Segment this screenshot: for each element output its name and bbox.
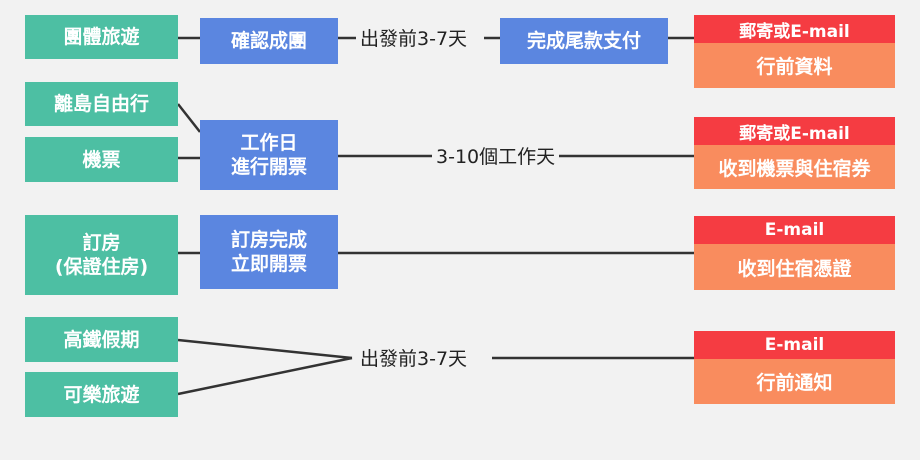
timing-label-r2: 3-10個工作天 <box>432 145 560 169</box>
result-r3: E-mail 收到住宿憑證 <box>694 216 895 290</box>
delivery-method: E-mail <box>694 331 895 359</box>
product-label-line-1: 訂房 <box>82 232 121 254</box>
step-issue-ticket: 工作日 進行開票 <box>200 120 338 190</box>
result-r1: 郵寄或E-mail 行前資料 <box>694 15 895 88</box>
product-label-line-2: (保證住房) <box>54 256 149 278</box>
product-label: 團體旅遊 <box>63 26 140 48</box>
timing-label-r1: 出發前3-7天 <box>356 27 472 51</box>
product-air-ticket: 機票 <box>25 137 178 182</box>
product-hotel-booking: 訂房 (保證住房) <box>25 215 178 295</box>
product-label: 可樂旅遊 <box>63 383 140 406</box>
step-booking-complete: 訂房完成 立即開票 <box>200 215 338 289</box>
connector-r4-a <box>177 338 353 360</box>
result-r2: 郵寄或E-mail 收到機票與住宿券 <box>694 117 895 189</box>
connector-r4-b <box>177 356 353 396</box>
step-confirm-tour: 確認成團 <box>200 18 338 64</box>
product-label: 機票 <box>82 148 121 171</box>
delivery-method: 郵寄或E-mail <box>694 15 895 43</box>
result-label: 收到機票與住宿券 <box>694 145 895 189</box>
product-hsr-holiday: 高鐵假期 <box>25 317 178 362</box>
product-label: 高鐵假期 <box>63 328 140 351</box>
delivery-method: E-mail <box>694 216 895 244</box>
product-cola-tour: 可樂旅遊 <box>25 372 178 417</box>
step-label: 確認成團 <box>230 30 307 52</box>
timing-label-r4: 出發前3-7天 <box>356 347 472 371</box>
step-final-payment: 完成尾款支付 <box>500 18 668 64</box>
result-label: 行前通知 <box>694 359 895 404</box>
product-group-tour: 團體旅遊 <box>25 15 178 59</box>
delivery-method: 郵寄或E-mail <box>694 117 895 145</box>
step-label: 完成尾款支付 <box>526 30 641 52</box>
result-label: 收到住宿憑證 <box>694 244 895 290</box>
product-island-free-travel: 離島自由行 <box>25 82 178 126</box>
step-label-line-1: 訂房完成 <box>230 229 307 251</box>
connector-r2-a <box>177 103 201 133</box>
step-label-line-2: 進行開票 <box>230 156 307 178</box>
step-label-line-2: 立即開票 <box>230 253 307 275</box>
product-label: 離島自由行 <box>53 93 149 115</box>
step-label-line-1: 工作日 <box>240 132 298 154</box>
result-label: 行前資料 <box>694 43 895 88</box>
result-r4: E-mail 行前通知 <box>694 331 895 404</box>
